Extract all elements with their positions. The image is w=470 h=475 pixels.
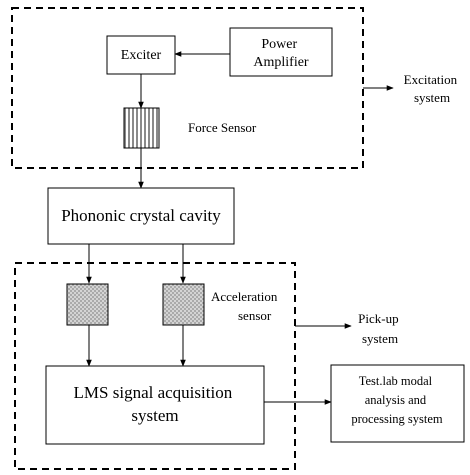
testlab-label: Test.lab modal analysis and processing s…	[351, 374, 443, 426]
exciter-box	[106, 35, 176, 75]
testlab-line-3: processing system	[351, 412, 443, 426]
testlab-line-1: Test.lab modal	[359, 374, 433, 388]
phononic-crystal-cavity-label: Phononic crystal cavity	[61, 206, 221, 225]
testlab-box	[330, 364, 465, 443]
pickup-system-boundary	[14, 262, 296, 470]
acceleration-label-line-2: sensor	[238, 308, 272, 323]
force-sensor-label: Force Sensor	[188, 120, 257, 135]
power-amplifier-label: Power Amplifier	[253, 37, 309, 70]
excitation-system-boundary	[11, 7, 364, 169]
power-amplifier-line-1: Power	[261, 37, 297, 52]
force-sensor-icon	[123, 107, 160, 149]
excitation-system-label: Excitation system	[404, 72, 461, 105]
pickup-system-label: Pick-up system	[358, 311, 402, 346]
exciter-label: Exciter	[121, 48, 162, 63]
lms-line-2: system	[131, 406, 178, 425]
pickup-label-line-1: Pick-up	[358, 311, 398, 326]
acceleration-sensor-label: Acceleration sensor	[211, 289, 281, 323]
testlab-line-2: analysis and	[365, 393, 427, 407]
power-amplifier-box	[229, 27, 333, 77]
pickup-label-line-2: system	[362, 331, 398, 346]
power-amplifier-line-2: Amplifier	[253, 55, 309, 70]
excitation-label-line-1: Excitation	[404, 72, 458, 87]
lms-line-1: LMS signal acquisition	[74, 383, 233, 402]
acceleration-sensor-icon-right	[162, 283, 205, 326]
excitation-label-line-2: system	[414, 90, 450, 105]
acceleration-sensor-icon-left	[66, 283, 109, 326]
lms-signal-acquisition-label: LMS signal acquisition system	[74, 383, 237, 425]
phononic-crystal-cavity-box	[47, 187, 235, 245]
acceleration-label-line-1: Acceleration	[211, 289, 278, 304]
lms-signal-acquisition-box	[45, 365, 265, 445]
